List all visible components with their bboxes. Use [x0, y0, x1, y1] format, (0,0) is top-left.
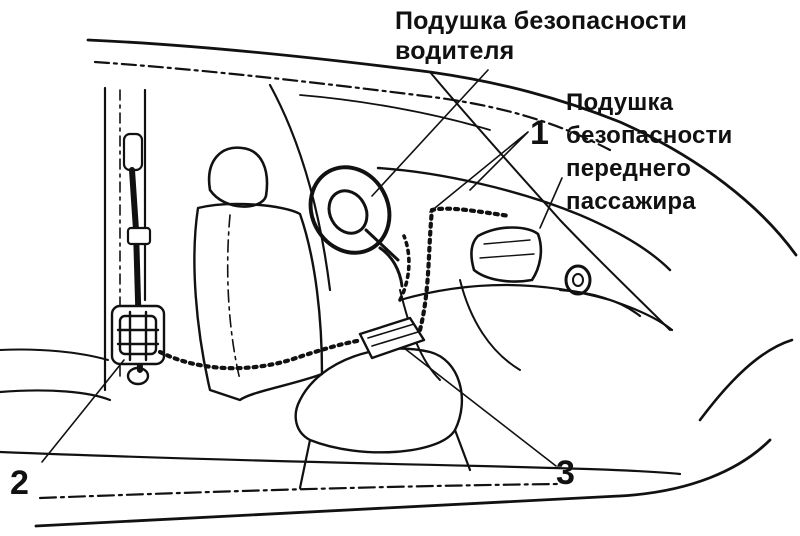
passenger-airbag-label-line4: пассажира — [566, 188, 696, 215]
callout-2: 2 — [10, 464, 30, 502]
pretensioner-2 — [110, 304, 166, 386]
leader-1 — [429, 131, 529, 213]
driver-airbag-label-line2: водителя — [395, 37, 515, 65]
steering-wheel-rim — [308, 165, 392, 255]
passenger-airbag-label: Подушка безопасности переднего пассажира — [566, 86, 732, 218]
seat-cushion — [294, 347, 463, 454]
callout-3: 3 — [556, 454, 576, 492]
seat-base — [298, 428, 472, 490]
seat-back — [193, 202, 324, 402]
wiring-harness-rear — [157, 337, 365, 371]
belt-buckle — [126, 226, 152, 246]
windshield-edge — [429, 71, 671, 331]
roof-line — [86, 38, 798, 257]
passenger-airbag-label-line2: безопасности — [566, 122, 733, 149]
a-pillar-curve — [268, 83, 332, 292]
callout-1: 1 — [530, 114, 550, 152]
srs-control-unit-3 — [358, 316, 426, 360]
sill-line-lower — [34, 438, 772, 528]
leader-3 — [403, 347, 557, 467]
seat-headrest — [207, 146, 269, 208]
wiring-harness-front — [417, 206, 513, 333]
dashboard-top — [376, 166, 672, 272]
wiring-harness-column — [398, 234, 411, 302]
driver-airbag-label-line1: Подушка безопасности — [395, 7, 688, 35]
roof-inner-line — [93, 60, 612, 152]
belt-anchor-top — [122, 132, 144, 172]
steering-column — [364, 228, 404, 288]
driver-airbag-label: Подушка безопасности водителя — [395, 6, 687, 66]
rear-body-line — [0, 348, 109, 361]
leader-passenger-airbag — [539, 177, 563, 229]
steering-wheel-hub — [327, 189, 369, 235]
leader-2 — [41, 359, 125, 463]
leader-driver-airbag — [371, 69, 489, 197]
air-vent — [564, 264, 592, 296]
windshield-inner — [299, 94, 491, 131]
sill-line-dash — [38, 482, 562, 500]
sill-line-upper — [0, 450, 682, 476]
rear-door-frame — [103, 86, 147, 392]
front-fender-curve — [698, 338, 794, 422]
passenger-airbag-label-line3: переднего — [566, 155, 692, 182]
rear-floor-line — [0, 389, 112, 402]
passenger-airbag-label-line1: Подушка — [566, 89, 674, 116]
seat-back-dash — [226, 214, 241, 381]
